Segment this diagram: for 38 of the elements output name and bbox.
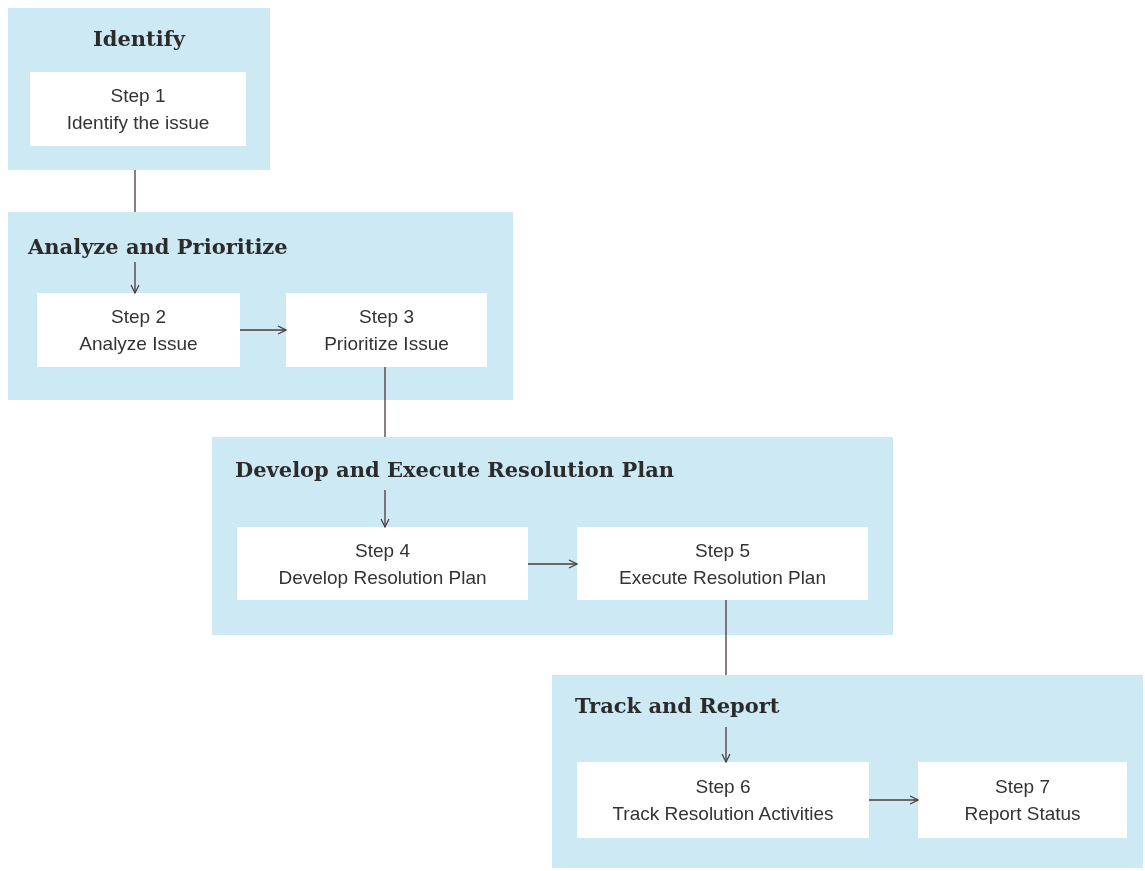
step-box [37,293,240,367]
step-number: Step 2 [111,305,166,329]
step-number: Step 4 [355,538,410,563]
step-description: Prioritize Issue [324,332,449,356]
arrow [721,726,731,763]
arrow [380,489,390,528]
step-number: Step 7 [995,775,1050,799]
phase-heading: Identify [91,26,187,51]
step-description: Develop Resolution Plan [278,565,487,590]
phase-panel [212,437,893,635]
phase-heading: Analyze and Prioritize [28,234,288,259]
step-number: Step 6 [695,775,751,799]
step-description: Analyze Issue [79,332,198,356]
connector-line [725,599,727,676]
phase-panel [8,212,513,400]
step-number: Step 5 [695,538,750,563]
arrow [527,559,578,569]
arrow [239,325,287,335]
arrow [130,261,140,294]
step-number: Step 3 [359,305,414,329]
phase-heading: Track and Report [575,693,780,718]
step-box [918,762,1127,838]
step-description: Identify the issue [66,111,210,135]
phase-panel [552,675,1143,868]
step-box [30,72,246,146]
step-number: Step 1 [110,84,166,108]
step-box [286,293,487,367]
step-box [577,527,868,600]
connector-line [134,169,136,213]
step-description: Report Status [964,802,1081,826]
phase-panel [8,8,270,170]
step-description: Execute Resolution Plan [619,565,826,590]
connector-line [384,366,386,438]
step-box [577,762,869,838]
arrow [868,795,919,805]
phase-heading: Develop and Execute Resolution Plan [235,457,675,482]
step-description: Track Resolution Activities [612,802,834,826]
step-box [237,527,528,600]
